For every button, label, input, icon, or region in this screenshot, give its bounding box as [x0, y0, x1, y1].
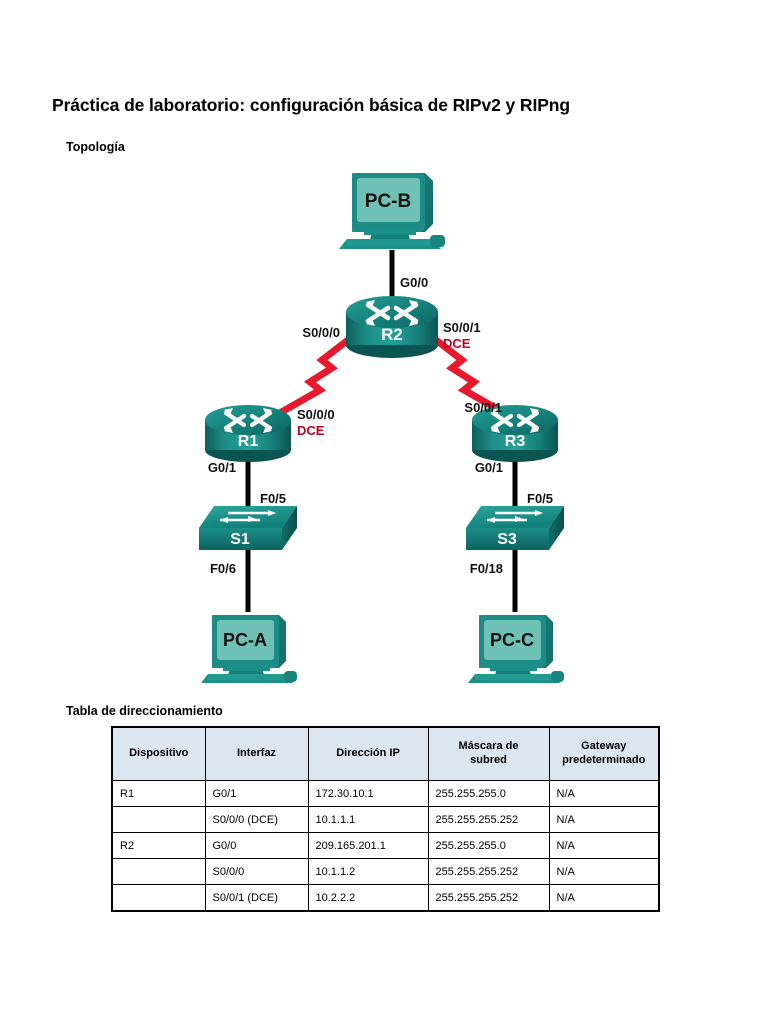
- topology-section-heading: Topología: [66, 140, 125, 154]
- cell-mask: 255.255.255.252: [427, 806, 550, 833]
- interface-label-r3-s0-0-1: S0/0/1: [464, 400, 502, 415]
- cell-device: R1: [111, 780, 206, 807]
- device-label-s1: S1: [230, 531, 250, 548]
- interface-label-r2-s0-0-0: S0/0/0: [302, 325, 340, 340]
- cell-gateway: N/A: [548, 884, 660, 912]
- cell-mask: 255.255.255.0: [427, 832, 550, 859]
- cell-device: R2: [111, 832, 206, 859]
- device-pc-c: PC-C: [468, 615, 564, 690]
- interface-label-s3-f0-18: F0/18: [470, 561, 503, 576]
- device-label-r3: R3: [505, 433, 526, 450]
- cell-interface: S0/0/0 (DCE): [204, 806, 309, 833]
- device-label-pc-b: PC-B: [365, 191, 411, 212]
- cell-interface: G0/1: [204, 780, 309, 807]
- link-r2-r3-serial: [433, 337, 515, 422]
- cell-mask: 255.255.255.252: [427, 884, 550, 912]
- device-label-r1: R1: [238, 433, 259, 450]
- cell-gateway: N/A: [548, 858, 660, 885]
- addressing-section-heading: Tabla de direccionamiento: [66, 704, 223, 718]
- interface-label-s3-f0-5: F0/5: [527, 491, 553, 506]
- cell-ip: 172.30.10.1: [307, 780, 429, 807]
- cell-interface: G0/0: [204, 832, 309, 859]
- interface-label-r3-g0-1: G0/1: [475, 460, 503, 475]
- column-header-ip: Dirección IP: [307, 726, 429, 781]
- device-r3: R3: [472, 405, 558, 462]
- column-header-device: Dispositivo: [111, 726, 206, 781]
- device-label-s3: S3: [497, 531, 517, 548]
- cell-gateway: N/A: [548, 832, 660, 859]
- cell-gateway: N/A: [548, 806, 660, 833]
- interface-label-r2-g0-0: G0/0: [400, 275, 428, 290]
- interface-label-r1-g0-1: G0/1: [208, 460, 236, 475]
- column-header-interface: Interfaz: [204, 726, 309, 781]
- page-title: Práctica de laboratorio: configuración b…: [52, 95, 570, 115]
- cell-mask: 255.255.255.0: [427, 780, 550, 807]
- interface-label-s1-f0-5: F0/5: [260, 491, 286, 506]
- device-s3: S3: [466, 506, 564, 550]
- cell-interface: S0/0/1 (DCE): [204, 884, 309, 912]
- interface-label-r2-s0-0-1: S0/0/1: [443, 320, 481, 335]
- link-r2-r1-serial: [269, 337, 351, 422]
- cell-gateway: N/A: [548, 780, 660, 807]
- addressing-table: Dispositivo Interfaz Dirección IP Máscar…: [111, 726, 660, 912]
- cell-interface: S0/0/0: [204, 858, 309, 885]
- topology-diagram: PC-B R2 R1: [0, 160, 768, 690]
- interface-label-s1-f0-6: F0/6: [210, 561, 236, 576]
- cell-ip: 10.1.1.2: [307, 858, 429, 885]
- device-pc-b: PC-B: [339, 173, 445, 254]
- interface-label-r2-s0-0-1-dce: DCE: [443, 336, 471, 351]
- cell-device: [111, 858, 206, 885]
- cell-mask: 255.255.255.252: [427, 858, 550, 885]
- table-header-row: Dispositivo Interfaz Dirección IP Máscar…: [111, 726, 660, 781]
- device-pc-a: PC-A: [201, 615, 297, 690]
- device-label-r2: R2: [381, 325, 403, 344]
- cell-device: [111, 806, 206, 833]
- device-s1: S1: [199, 506, 297, 550]
- cell-ip: 209.165.201.1: [307, 832, 429, 859]
- device-label-pc-a: PC-A: [223, 630, 267, 650]
- cell-device: [111, 884, 206, 912]
- device-r1: R1: [205, 405, 291, 462]
- interface-label-r1-s0-0-0-dce: DCE: [297, 423, 325, 438]
- cell-ip: 10.1.1.1: [307, 806, 429, 833]
- interface-label-r1-s0-0-0: S0/0/0: [297, 407, 335, 422]
- device-r2: R2: [346, 296, 438, 358]
- device-label-pc-c: PC-C: [490, 630, 534, 650]
- cell-ip: 10.2.2.2: [307, 884, 429, 912]
